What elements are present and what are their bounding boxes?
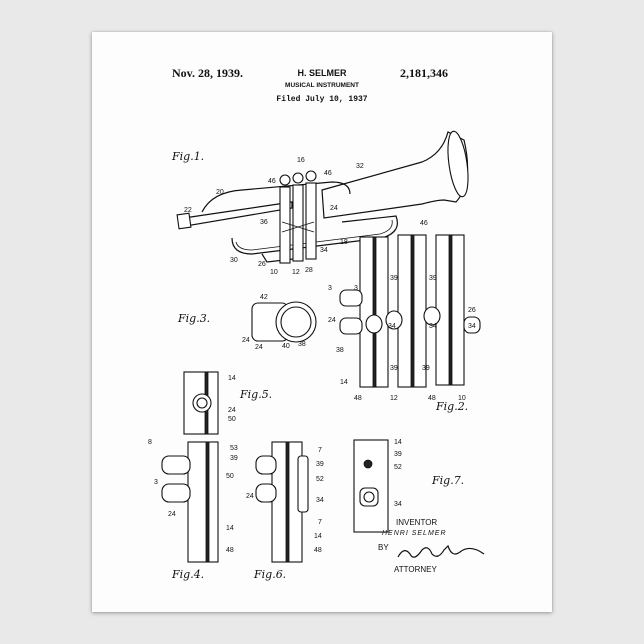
ref-39-c: 39 [390,365,398,372]
ref-34-fig2-b: 34 [388,323,396,330]
ref-39-d: 39 [422,365,430,372]
fig6-figure: 7 39 52 24 34 7 14 48 Fig.6. [246,442,324,581]
ref-3-fig4: 3 [154,479,158,486]
fig2-port-upper [340,290,362,306]
main-slide-upper [202,182,350,212]
fig4-figure: 8 53 39 50 3 24 14 48 Fig.4. [148,439,238,581]
valve-button-1 [280,175,290,185]
attorney-label: ATTORNEY [394,565,437,574]
fig4-tube [188,442,218,562]
inventor-name: HENRI SELMER [382,530,447,537]
by-label: BY [378,543,389,552]
ref-50-fig4: 50 [226,473,234,480]
patent-poster: Nov. 28, 1939. 2,181,346 H. SELMER MUSIC… [92,32,552,612]
ref-24-fig6: 24 [246,493,254,500]
ref-24-fig3-b: 24 [255,344,263,351]
fig2-port-lower [340,318,362,334]
ref-36: 36 [260,219,268,226]
ref-14-fig2: 14 [340,379,348,386]
ref-32: 32 [356,163,364,170]
ref-50-fig5: 50 [228,416,236,423]
ref-7-b: 7 [318,519,322,526]
ref-30: 30 [230,257,238,264]
trumpet-bell [322,132,468,218]
ref-48-fig6: 48 [314,547,322,554]
ref-14-fig6: 14 [314,533,322,540]
ref-10: 10 [270,269,278,276]
ref-39-b: 39 [429,275,437,282]
ref-12-fig2: 12 [390,395,398,402]
fig4-label: Fig.4. [171,568,204,581]
ref-42: 42 [260,294,268,301]
ref-3-fig2-b: 3 [328,285,332,292]
ref-24-fig1: 24 [330,205,338,212]
ref-39-a: 39 [390,275,398,282]
ref-34-fig6: 34 [316,497,324,504]
ref-7-a: 7 [318,447,322,454]
ref-3-fig2: 3 [354,285,358,292]
fig1-label: Fig.1. [171,150,204,163]
valve-button-3 [306,171,316,181]
leadpipe [184,202,292,226]
valve-button-2 [293,173,303,183]
ref-52-fig7: 52 [394,464,402,471]
ref-48-fig4: 48 [226,547,234,554]
fig2-label: Fig.2. [435,400,468,413]
ref-20: 20 [216,189,224,196]
ref-12: 12 [292,269,300,276]
ref-16: 16 [297,157,305,164]
fig3-figure: 42 40 38 24 24 Fig.3. [177,294,316,351]
ref-14-fig4: 14 [226,525,234,532]
ref-46-a: 46 [268,178,276,185]
fig7-tube [354,440,388,532]
ref-34-fig2: 34 [468,323,476,330]
ref-18: 18 [340,239,348,246]
signature [398,546,484,557]
valve-2 [293,185,303,261]
ref-34: 34 [320,247,328,254]
fig3-valve-piston [281,307,311,337]
ref-52-fig6: 52 [316,476,324,483]
ref-26: 26 [258,261,266,268]
ref-8: 8 [148,439,152,446]
valve-3 [306,183,316,259]
ref-34-fig2-c: 34 [429,323,437,330]
bell-rim [444,130,471,198]
ref-39-fig7: 39 [394,451,402,458]
ref-34-fig7: 34 [394,501,402,508]
ref-39-fig4: 39 [230,455,238,462]
ref-38-fig3: 38 [298,341,306,348]
fig7-label: Fig.7. [431,474,464,487]
ref-40: 40 [282,343,290,350]
ref-24-fig5: 24 [228,407,236,414]
fig2-figure: 46 3 3 39 39 26 34 24 34 34 38 39 39 14 … [328,220,480,413]
inventor-label: INVENTOR [396,518,437,527]
ref-48-b: 48 [428,395,436,402]
fig6-label: Fig.6. [253,568,286,581]
mouthpiece [177,213,191,229]
ref-26-fig2: 26 [468,307,476,314]
ref-24-fig4: 24 [168,511,176,518]
ref-38-fig2: 38 [336,347,344,354]
ref-14-fig7: 14 [394,439,402,446]
ref-14-fig5: 14 [228,375,236,382]
ref-48-a: 48 [354,395,362,402]
valve-1 [280,187,290,263]
fig5-figure: 14 24 50 Fig.5. [184,372,272,434]
fig5-label: Fig.5. [239,388,272,401]
ref-39-fig6: 39 [316,461,324,468]
ref-46-fig2: 46 [420,220,428,227]
ref-46-b: 46 [324,170,332,177]
ref-24-fig2: 24 [328,317,336,324]
ref-28: 28 [305,267,313,274]
ref-22: 22 [184,207,192,214]
patent-drawing: Fig.1. 16 46 46 32 20 22 [92,32,552,612]
ref-53: 53 [230,445,238,452]
fig3-label: Fig.3. [177,312,210,325]
ref-24-fig3: 24 [242,337,250,344]
